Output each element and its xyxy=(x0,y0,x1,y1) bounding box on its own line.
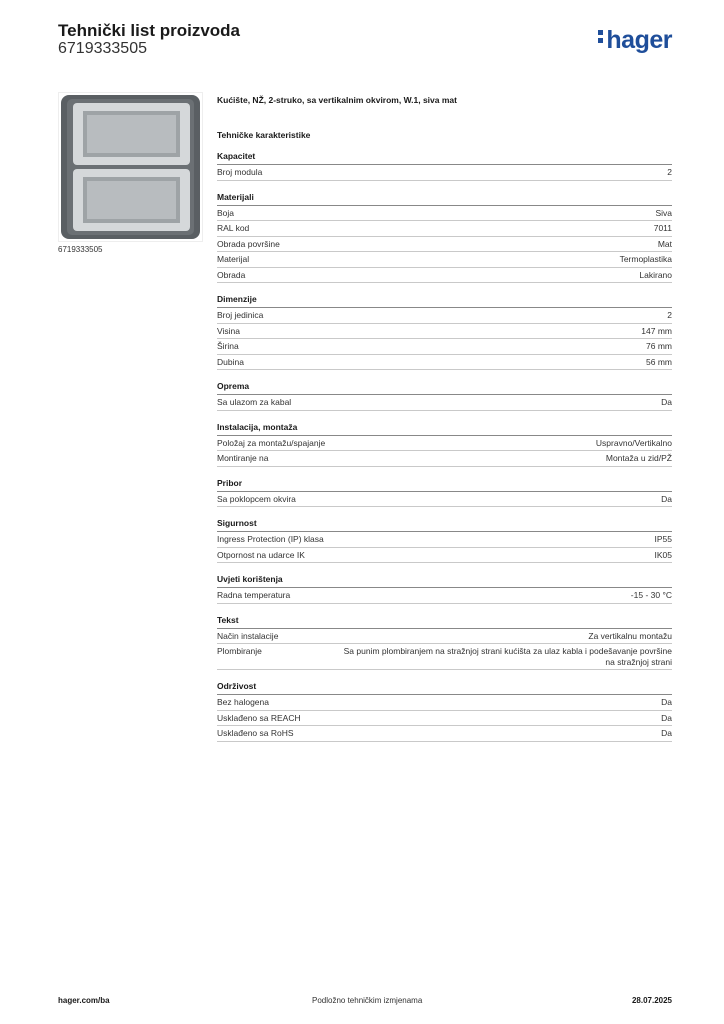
spec-row: Boja Siva xyxy=(217,206,672,221)
spec-label: Visina xyxy=(217,325,240,336)
spec-group-title: Uvjeti korištenja xyxy=(217,571,672,588)
spec-row: Visina 147 mm xyxy=(217,324,672,339)
spec-label: Materijal xyxy=(217,254,250,264)
spec-label: Bez halogena xyxy=(217,697,269,707)
spec-group-title: Sigurnost xyxy=(217,515,672,532)
spec-label: Otpornost na udarce IK xyxy=(217,549,305,560)
hager-logo: hager xyxy=(598,26,672,55)
footer-notice: Podložno tehničkim izmjenama xyxy=(312,996,423,1005)
spec-row: Broj modula 2 xyxy=(217,165,672,181)
spec-value: Da xyxy=(661,397,672,407)
spec-group-title: Materijali xyxy=(217,189,672,206)
spec-row: Materijal Termoplastika xyxy=(217,252,672,268)
spec-value: Za vertikalnu montažu xyxy=(588,630,672,641)
spec-label: Ingress Protection (IP) klasa xyxy=(217,534,324,544)
spec-group-title: Pribor xyxy=(217,475,672,492)
spec-value: Montaža u zid/PŽ xyxy=(605,453,672,463)
spec-value: Da xyxy=(661,697,672,707)
spec-group-title: Dimenzije xyxy=(217,291,672,308)
spec-row: RAL kod 7011 xyxy=(217,221,672,237)
spec-row: Sa poklopcem okvira Da xyxy=(217,492,672,507)
logo-text: hager xyxy=(606,26,672,54)
spec-row: Obrada površine Mat xyxy=(217,237,672,252)
spec-value: -15 - 30 °C xyxy=(630,590,672,600)
spec-value: 2 xyxy=(667,310,672,320)
product-enclosure-image xyxy=(58,92,203,242)
spec-value: 76 mm xyxy=(646,341,672,351)
spec-row: Broj jedinica 2 xyxy=(217,308,672,324)
spec-value: 56 mm xyxy=(646,356,672,367)
spec-label: Širina xyxy=(217,341,239,351)
spec-row: Montiranje na Montaža u zid/PŽ xyxy=(217,451,672,467)
footer-date: 28.07.2025 xyxy=(631,996,672,1005)
spec-value: Da xyxy=(661,493,672,504)
spec-value: Termoplastika xyxy=(619,254,672,264)
spec-row: Način instalacije Za vertikalnu montažu xyxy=(217,629,672,644)
spec-value: 2 xyxy=(667,167,672,177)
spec-label: Obrada površine xyxy=(217,238,280,249)
spec-label: Usklađeno sa REACH xyxy=(217,712,301,723)
spec-label: Dubina xyxy=(217,356,244,367)
spec-label: Broj modula xyxy=(217,167,263,177)
spec-label: Radna temperatura xyxy=(217,590,291,600)
spec-label: Obrada xyxy=(217,269,246,280)
spec-value: Lakirano xyxy=(639,269,672,280)
spec-value: Uspravno/Vertikalno xyxy=(595,437,672,448)
footer-website: hager.com/ba xyxy=(58,996,110,1005)
spec-group-title: Kapacitet xyxy=(217,148,672,165)
spec-group-title: Instalacija, montaža xyxy=(217,419,672,436)
spec-row: Širina 76 mm xyxy=(217,339,672,355)
spec-value: Siva xyxy=(655,207,672,218)
spec-row: Obrada Lakirano xyxy=(217,268,672,283)
spec-value: IK05 xyxy=(654,549,673,560)
spec-group-title: Održivost xyxy=(217,678,672,695)
spec-label: Sa poklopcem okvira xyxy=(217,493,296,504)
page-title: Tehnički list proizvoda xyxy=(58,21,240,40)
spec-row: Usklađeno sa RoHS Da xyxy=(217,726,672,742)
section-title: Tehničke karakteristike xyxy=(217,130,311,140)
spec-label: Montiranje na xyxy=(217,453,269,463)
spec-label: RAL kod xyxy=(217,223,250,233)
spec-row: Plombiranje Sa punim plombiranjem na stra… xyxy=(217,644,672,670)
spec-value: Sa punim plombiranjem na stražnjoj stran… xyxy=(343,646,672,667)
spec-label: Broj jedinica xyxy=(217,310,264,320)
spec-group: Oprema Sa ulazom za kabal Da xyxy=(217,378,672,411)
spec-value: IP55 xyxy=(654,534,673,544)
spec-value: Da xyxy=(661,728,672,738)
spec-row: Položaj za montažu/spajanje Uspravno/Vert… xyxy=(217,436,672,451)
spec-group-title: Tekst xyxy=(217,612,672,629)
spec-label: Plombiranje xyxy=(217,646,262,656)
spec-value: 147 mm xyxy=(641,325,672,336)
spec-group-title: Oprema xyxy=(217,378,672,395)
spec-row: Usklađeno sa REACH Da xyxy=(217,711,672,726)
spec-row: Ingress Protection (IP) klasa IP55 xyxy=(217,532,672,548)
spec-label: Boja xyxy=(217,207,235,218)
spec-row: Dubina 56 mm xyxy=(217,355,672,370)
spec-value: 7011 xyxy=(653,223,672,233)
product-description: Kućište, NŽ, 2-struko, sa vertikalnim ok… xyxy=(217,95,457,105)
spec-value: Mat xyxy=(657,238,672,249)
spec-row: Radna temperatura -15 - 30 °C xyxy=(217,588,672,604)
spec-row: Sa ulazom za kabal Da xyxy=(217,395,672,411)
spec-label: Sa ulazom za kabal xyxy=(217,397,292,407)
spec-value: Da xyxy=(661,712,672,723)
spec-row: Otpornost na udarce IK IK05 xyxy=(217,548,673,563)
spec-label: Način instalacije xyxy=(217,630,279,641)
spec-label: Položaj za montažu/spajanje xyxy=(217,437,326,448)
product-code: 6719333505 xyxy=(58,40,147,57)
spec-label: Usklađeno sa RoHS xyxy=(217,728,294,738)
spec-row: Bez halogena Da xyxy=(217,695,672,711)
image-caption: 6719333505 xyxy=(58,245,103,254)
